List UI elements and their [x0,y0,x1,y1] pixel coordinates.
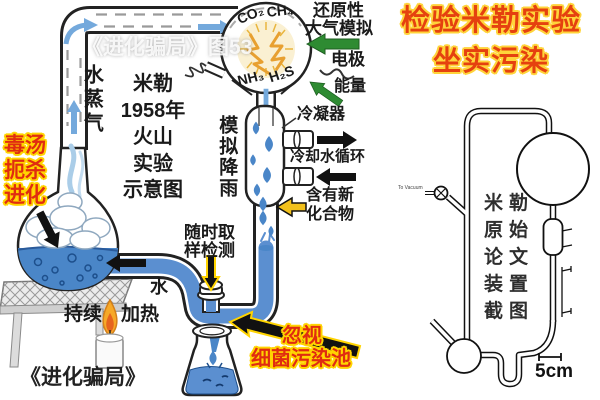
water-bulb [446,338,482,374]
cooling-water-label: 冷却水循环 [290,148,366,165]
new-compounds-line2: 化合物 [306,206,355,223]
heating-word2: 加热 [121,304,160,325]
original-paper-diagram [425,107,590,388]
energy-squiggle [319,68,355,80]
vacuum-label: To Vacuum [398,185,423,191]
gas-ch4-label: CH₄ [265,1,295,20]
poison-callout: 毒汤 扼杀 进化 [4,134,46,207]
spark-bolt [246,33,271,76]
sampling-line2: 样检测 [184,241,235,260]
contamination-marks [202,375,229,387]
water-vapor-label: 水蒸气 [80,64,103,136]
steam-clouds [25,192,111,250]
ignore-arrow [228,310,362,360]
steam-loop-tube [60,6,238,150]
reducing-atmosphere-line2: 大气模拟 [305,19,373,38]
diagram-caption: 米勒 1958年 火山 实验 示意图 [120,73,186,201]
right-diagram-caption: 米勒原始论文装置截图 [484,193,535,322]
cooling-in-arrow [316,168,356,186]
ignore-callout-line2: 细菌污染池 [251,348,351,370]
title-line1: 检验米勒实验 [400,5,581,37]
condenser-pointer-line [281,117,297,129]
spark-flask [184,1,355,120]
new-compounds-arrow [275,196,307,218]
electrode-wire [184,62,207,78]
flow-arrow-corner [84,18,98,32]
culture-flask [181,323,243,397]
stand-and-burner [0,278,134,369]
electrode-label: 电极 [331,50,365,69]
sampling-line1: 随时取 [184,223,235,242]
scale-label: 5cm [535,361,574,382]
reducing-atmosphere-line1: 还原性 [313,1,364,20]
water-label: 水 [150,277,168,297]
watermark-top: 《进化骗局》图53 [82,36,253,59]
cooling-out-arrow [317,131,357,149]
watermark-bottom: 《进化骗局》 [20,366,146,389]
scale-bar [538,353,562,361]
sampling-port [197,255,225,313]
bubbles [33,253,104,286]
candle [95,298,124,369]
condenser [244,104,357,212]
energy-label: 能量 [334,78,367,95]
simulated-rain-label: 模拟降雨 [216,115,238,199]
water-level [258,245,274,251]
vapor-wisp [67,143,77,195]
condenser-label: 冷凝器 [297,106,346,123]
callout-arrows [31,33,362,360]
new-compounds-line1: 含有新 [306,187,355,204]
heating-word1: 持续 [64,304,103,325]
ignore-callout-line1: 忽视 [282,325,322,347]
title-line2: 坐实污染 [432,45,549,76]
condenser-jacket [542,218,564,256]
gas-bulb [516,132,590,206]
liquid-tubes [93,192,279,350]
